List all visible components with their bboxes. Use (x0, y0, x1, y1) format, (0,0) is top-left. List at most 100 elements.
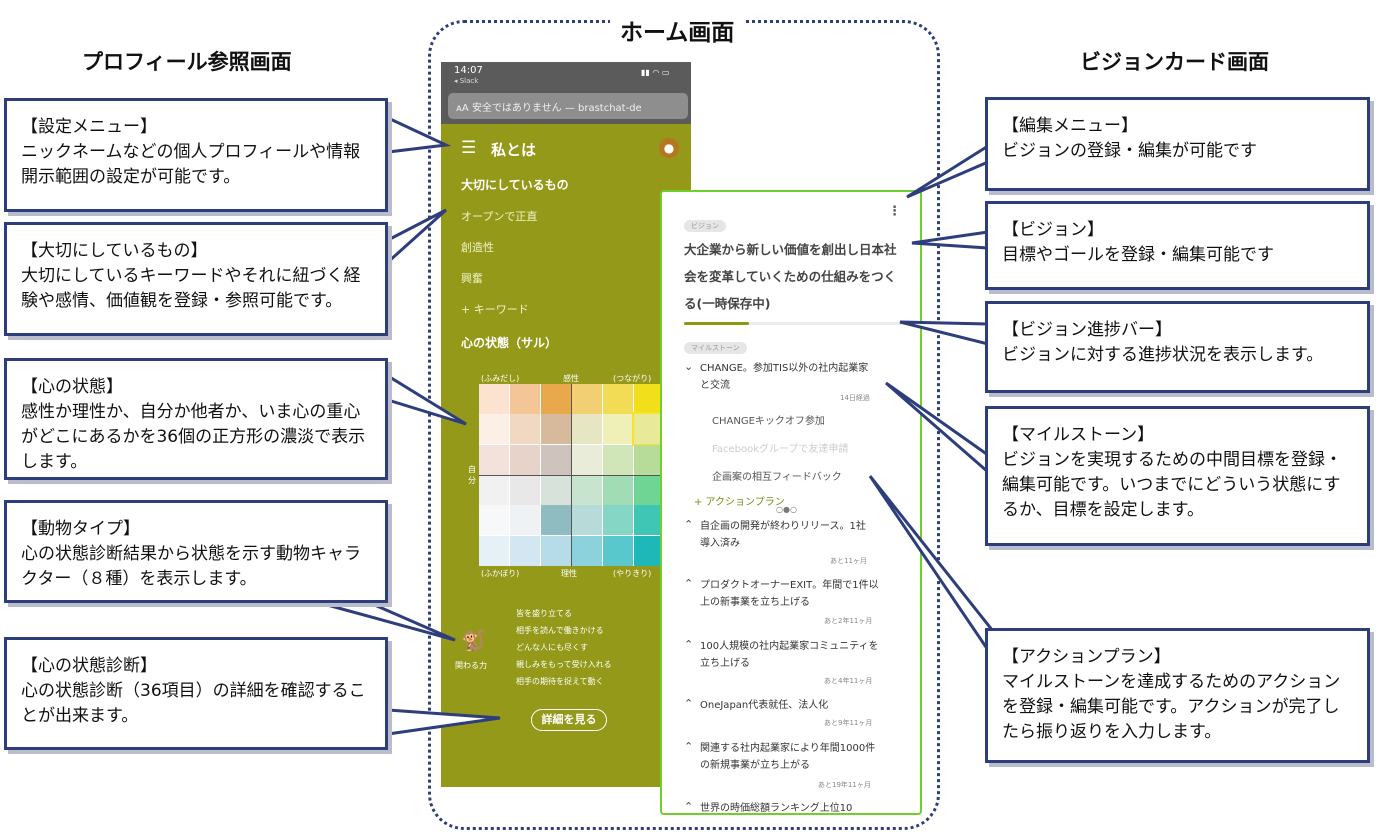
grid-cell (572, 444, 602, 475)
grid-cell (541, 444, 571, 475)
details-button[interactable]: 詳細を見る (531, 709, 607, 731)
url-bar[interactable]: ᴀA 安全ではありません — brastchat-de (448, 93, 688, 119)
grid-cell (541, 535, 571, 566)
grid-cell (603, 474, 633, 505)
milestone-title[interactable]: プロダクトオーナーEXIT。年間で1件以上の新事業を立ち上げる (700, 580, 879, 608)
phone-profile-screen: 14:07 ◂ Slack ▮▮ ◠ ▭ ᴀA 安全ではありません — bras… (441, 62, 691, 787)
grid-cell (541, 414, 571, 445)
action-item[interactable]: Facebookグループで友達申請 (712, 444, 849, 455)
callout-edit-menu: 【編集メニュー】 ビジョンの登録・編集が可能です (985, 97, 1370, 191)
callout-values: 【大切にしているもの】 大切にしているキーワードやそれに紐づく経験や感情、価値観… (4, 222, 388, 336)
monkey-avatar-icon[interactable]: ● (659, 138, 679, 158)
back-to-slack[interactable]: ◂ Slack (454, 77, 479, 85)
vision-card-screen: ビジョン ⋮ 大企業から新しい価値を創出し日本社会を変革していくための仕組みをつ… (660, 190, 922, 815)
grid-cell (634, 535, 664, 566)
grid-cell (634, 474, 664, 505)
action-item[interactable]: CHANGEキックオフ参加 (712, 416, 825, 427)
animal-label: 関わる力 (455, 661, 487, 670)
status-bar: 14:07 ◂ Slack ▮▮ ◠ ▭ ᴀA 安全ではありません — bras… (441, 62, 691, 124)
callout-animal-type: 【動物タイプ】 心の状態診断結果から状態を示す動物キャラクター（８種）を表示しま… (4, 500, 388, 603)
chevron-up-icon[interactable]: ⌃ (684, 577, 694, 590)
callout-title: 【編集メニュー】 (1002, 116, 1138, 136)
callout-vision: 【ビジョン】 目標やゴールを登録・編集可能です (985, 201, 1370, 290)
callout-body: ビジョンの登録・編集が可能です (1002, 141, 1257, 161)
callout-title: 【大切にしているもの】 (21, 241, 208, 261)
grid-cell (479, 384, 509, 414)
grid-cell (510, 505, 540, 536)
grid-label-top-left: (ふみだし) (481, 374, 520, 383)
add-keyword-button[interactable]: + キーワード (461, 303, 529, 316)
grid-cell (541, 474, 571, 505)
add-action-plan-button[interactable]: + アクションプラン (694, 497, 785, 508)
chevron-up-icon[interactable]: ⌃ (684, 518, 694, 531)
more-vertical-icon[interactable]: ⋮ (888, 204, 901, 219)
trait-item: 皆を盛り立てる (516, 609, 572, 618)
grid-cell (603, 414, 633, 445)
milestone-title[interactable]: 100人規模の社内起業家コミュニティを立ち上げる (700, 641, 879, 669)
chevron-up-icon[interactable]: ⌃ (684, 697, 694, 710)
callout-body: 目標やゴールを登録・編集可能です (1002, 245, 1274, 265)
keyword-item[interactable]: 興奮 (461, 272, 483, 285)
grid-cell (603, 505, 633, 536)
grid-cell (479, 535, 509, 566)
callout-body: ビジョンを実現するための中間目標を登録・編集可能です。いつまでにどういう状態にす… (1002, 450, 1342, 520)
milestone-tag: マイルストーン (684, 342, 747, 354)
callout-body: ニックネームなどの個人プロフィールや情報開示範囲の設定が可能です。 (21, 142, 361, 187)
callout-title: 【ビジョン】 (1002, 220, 1104, 240)
grid-label-bottom-left: (ふかぼり) (481, 569, 520, 578)
milestone-due: あと19年11ヶ月 (818, 781, 871, 789)
grid-cell (479, 414, 509, 445)
grid-cell (510, 444, 540, 475)
action-item[interactable]: 企画案の相互フィードバック (712, 472, 842, 483)
chevron-up-icon[interactable]: ⌃ (684, 638, 694, 651)
keyword-item[interactable]: 創造性 (461, 241, 494, 254)
vision-text[interactable]: 大企業から新しい価値を創出し日本社会を変革していくための仕組みをつくる(一時保存… (684, 242, 897, 311)
grid-label-left: 自分 (468, 465, 476, 485)
grid-cell (510, 384, 540, 414)
status-time: 14:07 (454, 65, 483, 76)
callout-title: 【心の状態診断】 (21, 656, 157, 676)
callout-title: 【心の状態】 (21, 377, 123, 397)
grid-cell (572, 505, 602, 536)
vision-progress-bar (684, 322, 902, 325)
grid-cell (603, 384, 633, 414)
grid-axis-horizontal (479, 475, 664, 476)
milestone-due: あと4年11ヶ月 (824, 677, 873, 685)
callout-body: 感性か理性か、自分か他者か、いま心の重心がどこにあるかを36個の正方形の濃淡で表… (21, 402, 366, 472)
grid-cell (510, 535, 540, 566)
milestone-title[interactable]: 関連する社内起業家により年間1000件の新規事業が立ち上がる (700, 743, 876, 771)
milestone-due: あと9年11ヶ月 (824, 719, 873, 727)
home-section-title: ホーム画面 (610, 13, 745, 47)
milestone-title[interactable]: OneJapan代表就任、法人化 (700, 700, 829, 711)
callout-settings-menu: 【設定メニュー】 ニックネームなどの個人プロフィールや情報開示範囲の設定が可能で… (4, 98, 388, 212)
chevron-up-icon[interactable]: ⌃ (684, 740, 694, 753)
milestone-due: 14日経過 (840, 394, 870, 402)
keyword-item[interactable]: オープンで正直 (461, 210, 538, 223)
mind-state-heading: 心の状態（サル） (461, 336, 558, 350)
profile-section-title: プロフィール参照画面 (82, 50, 292, 74)
trait-item: 相手を読んで働きかける (516, 626, 604, 635)
grid-cell (510, 414, 540, 445)
trait-item: 相手の期待を捉えて動く (516, 677, 604, 686)
callout-mind-diagnosis: 【心の状態診断】 心の状態診断（36項目）の詳細を確認することが出来ます。 (4, 637, 388, 750)
milestone-title[interactable]: 自企画の開発が終わりリリース。1社導入済み (700, 521, 866, 549)
milestone-title[interactable]: CHANGE。参加TIS以外の社内起業家と交流 (700, 363, 869, 391)
grid-cell (632, 412, 666, 447)
callout-title: 【動物タイプ】 (21, 519, 140, 539)
hamburger-icon[interactable]: ☰ (461, 138, 477, 158)
milestone-title[interactable]: 世界の時価総額ランキング上位10 (700, 803, 853, 814)
vision-progress-fill (684, 322, 750, 325)
grid-cell (572, 474, 602, 505)
callout-body: 心の状態診断結果から状態を示す動物キャラクター（８種）を表示します。 (21, 544, 361, 589)
values-heading: 大切にしているもの (461, 178, 569, 192)
trait-item: 親しみをもって受け入れる (516, 660, 612, 669)
milestone-due: あと11ヶ月 (830, 557, 867, 565)
grid-cell (603, 444, 633, 475)
callout-title: 【ビジョン進捗バー】 (1002, 320, 1172, 340)
grid-cell (479, 444, 509, 475)
callout-body: マイルストーンを達成するためのアクションを登録・編集可能です。アクションが完了し… (1002, 672, 1341, 742)
chevron-down-icon[interactable]: ⌄ (684, 360, 694, 373)
chevron-up-icon[interactable]: ⌃ (684, 800, 694, 813)
mind-state-grid (479, 384, 666, 566)
grid-cell (572, 535, 602, 566)
